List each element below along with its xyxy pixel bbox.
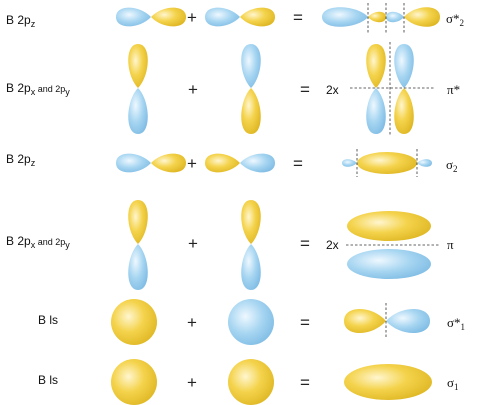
s-orbital — [228, 299, 274, 345]
p-orbital-vertical — [128, 44, 148, 134]
sigma-star-2-orbital — [322, 3, 440, 33]
row-1s-bonding: B ls + = σ1 — [38, 359, 459, 405]
pi-orbital — [346, 211, 440, 279]
s-orbital — [228, 359, 274, 405]
p-orbital-vertical — [128, 200, 148, 290]
equals-sign: = — [300, 313, 310, 332]
mo-label: π* — [447, 82, 460, 97]
p-orbital-horizontal — [116, 7, 186, 27]
s-orbital — [111, 299, 157, 345]
row-2pz-antibonding: B 2pz + = σ*2 — [6, 3, 464, 33]
atomic-orbital-label: B 2px and 2py — [6, 234, 70, 250]
p-orbital-horizontal — [205, 153, 275, 173]
equals-sign: = — [300, 80, 310, 99]
atomic-orbital-label: B 2pz — [6, 13, 36, 29]
sigma-star-1-orbital — [344, 303, 430, 339]
p-orbital-horizontal — [205, 7, 275, 27]
equals-sign: = — [300, 373, 310, 392]
atomic-orbital-label: B 2px and 2pB 2py — [6, 81, 70, 97]
plus-sign: + — [187, 8, 197, 27]
mo-label: π — [447, 237, 454, 252]
p-orbital-vertical — [241, 44, 261, 134]
row-2pz-bonding: B 2pz + = σ2 — [6, 149, 458, 177]
p-orbital-vertical — [241, 200, 261, 290]
p-orbital-horizontal — [116, 153, 186, 173]
equals-sign: = — [293, 8, 303, 27]
plus-sign: + — [187, 313, 197, 332]
plus-sign: + — [188, 234, 198, 253]
mo-label: σ*2 — [446, 11, 464, 28]
pi-star-orbital — [350, 42, 434, 136]
atomic-orbital-label: B ls — [38, 373, 58, 387]
equals-sign: = — [293, 154, 303, 173]
plus-sign: + — [188, 80, 198, 99]
plus-sign: + — [187, 154, 197, 173]
sigma-1-orbital — [344, 364, 432, 400]
s-orbital — [111, 359, 157, 405]
mo-label: σ2 — [446, 157, 458, 174]
row-2pxy-bonding: B 2px and 2py + = 2x π — [6, 200, 454, 290]
atomic-orbital-label: B ls — [38, 313, 58, 327]
equals-sign: = — [300, 234, 310, 253]
row-1s-antibonding: B ls + = σ*1 — [38, 299, 465, 345]
mo-label: σ1 — [447, 375, 459, 392]
plus-sign: + — [187, 373, 197, 392]
mo-label: σ*1 — [447, 315, 465, 332]
degeneracy-multiplier: 2x — [326, 83, 339, 97]
degeneracy-multiplier: 2x — [326, 238, 339, 252]
atomic-orbital-label: B 2pz — [6, 152, 36, 168]
sigma-2-orbital — [342, 149, 432, 177]
row-2pxy-antibonding: B 2px and 2pB 2py + = 2x π* — [6, 42, 460, 136]
